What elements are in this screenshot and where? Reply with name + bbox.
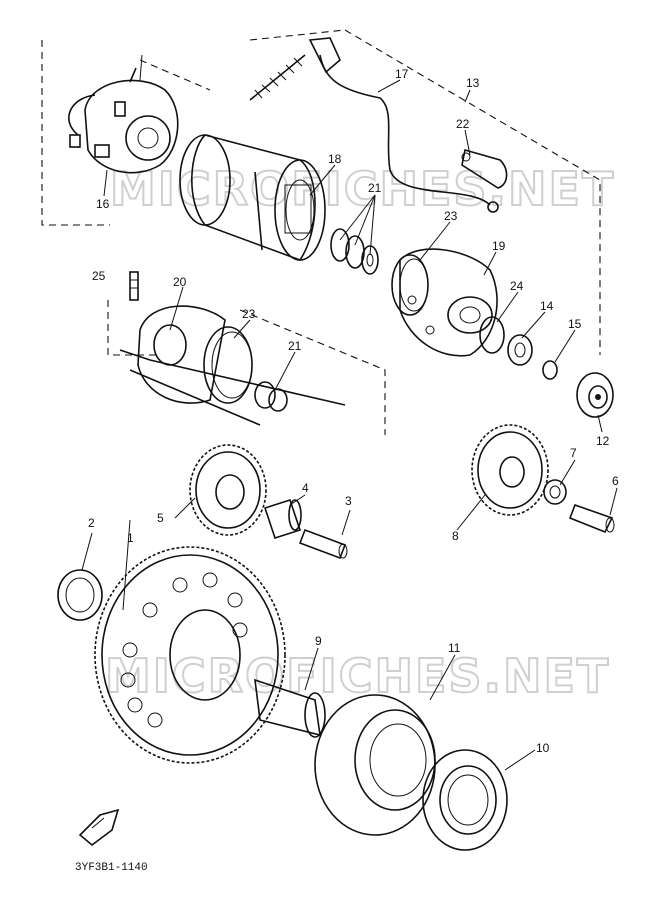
callout-23-bottom: 23: [242, 307, 256, 321]
callout-10: 10: [536, 741, 550, 755]
watermark-bottom: MICROFICHES.NET: [105, 649, 610, 703]
o-ring-24: [479, 316, 505, 354]
nut: [542, 360, 558, 380]
callout-1: 1: [127, 531, 134, 545]
screw-25: [129, 271, 139, 301]
needle-bearing-4: [263, 498, 302, 540]
callout-5: 5: [157, 511, 164, 525]
callout-16: 16: [96, 197, 110, 211]
callout-20: 20: [173, 275, 187, 289]
o-ring-23-top: [391, 254, 429, 316]
callout-22: 22: [456, 117, 470, 131]
callout-3: 3: [345, 494, 352, 508]
callout-8: 8: [452, 529, 459, 543]
idler-gear-5: [189, 444, 267, 536]
watermark-top: MICROFICHES.NET: [110, 162, 615, 216]
washer-2: [57, 569, 103, 621]
bearing-12: [576, 372, 614, 418]
callout-17: 17: [395, 67, 409, 81]
rear-cover: [119, 305, 346, 426]
washers-21-top: [330, 228, 379, 275]
callout-12: 12: [596, 434, 610, 448]
pinion-gear: [507, 334, 533, 366]
callout-14: 14: [540, 299, 554, 313]
o-ring-23-bottom: [203, 326, 253, 404]
callout-21-top: 21: [368, 181, 382, 195]
washers-21-bottom: [254, 381, 288, 412]
callout-15: 15: [568, 317, 582, 331]
bearing-10: [422, 749, 508, 851]
leader-lines: [81, 79, 618, 771]
callout-25: 25: [92, 269, 106, 283]
front-arrow-icon: [78, 808, 120, 847]
shaft-6: [568, 503, 615, 534]
callout-24: 24: [510, 279, 524, 293]
clutch-housing-11: [314, 694, 436, 836]
callout-18: 18: [328, 152, 342, 166]
callout-6: 6: [612, 474, 619, 488]
assembly-boundary-20: [107, 300, 386, 435]
motor-yoke: [179, 134, 326, 261]
assembly-boundary-13: [41, 29, 601, 355]
callout-7: 7: [570, 446, 577, 460]
callout-11: 11: [448, 641, 461, 655]
callout-4: 4: [302, 481, 309, 495]
callout-9: 9: [315, 634, 322, 648]
terminal-cap: [461, 148, 508, 189]
idler-gear-8: [471, 424, 549, 516]
shaft-3: [298, 528, 348, 560]
needle-bearing-7: [543, 479, 567, 505]
callout-13: 13: [466, 76, 480, 90]
ring-gear-1: [94, 546, 286, 764]
spring-bolt: [249, 54, 306, 101]
callout-21-bottom: 21: [288, 339, 302, 353]
brush-holder-plate: [68, 54, 179, 174]
callout-19: 19: [492, 239, 506, 253]
callout-23-top: 23: [444, 209, 458, 223]
callout-2: 2: [88, 516, 95, 530]
callout-labels: 1 2 3 4 5 6 7 8 9 10 11 12 13 14 15 16 1…: [88, 67, 619, 755]
diagram-part-code: 3YF3B1-1140: [75, 862, 148, 874]
lead-wire: [308, 37, 499, 213]
front-cover: [399, 248, 498, 357]
